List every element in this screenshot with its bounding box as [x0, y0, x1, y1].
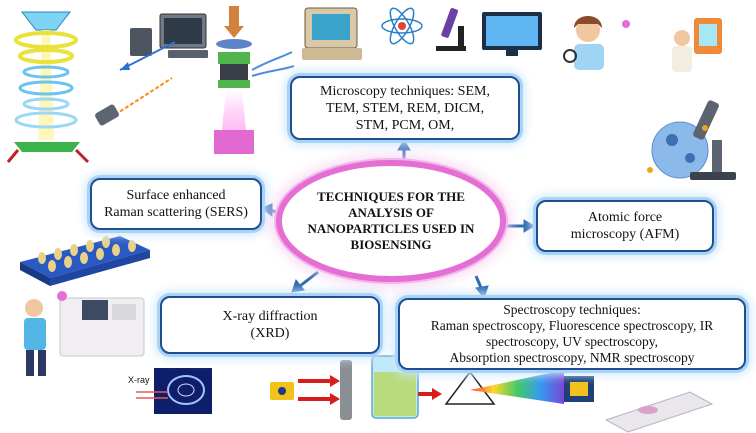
- spectroscopy-line-1: Spectroscopy techniques:: [503, 302, 641, 317]
- center-line-3: NANOPARTICLES USED IN: [307, 221, 475, 236]
- xrd-box: X-ray diffraction (XRD): [160, 296, 380, 354]
- arrow-head-sers: [261, 203, 273, 218]
- center-line-2: ANALYSIS OF: [348, 205, 434, 220]
- atom-icon: [381, 7, 423, 45]
- spectroscopy-line-2: Raman spectroscopy, Fluorescence spectro…: [430, 318, 714, 333]
- arrow-head-microscopy: [397, 139, 411, 151]
- electron-optics-icon: [6, 11, 90, 164]
- spectroscopy-line-4: Absorption spectroscopy, NMR spectroscop…: [449, 350, 695, 365]
- sers-line-2: Raman scattering (SERS): [104, 205, 248, 220]
- xrd-line-2: (XRD): [250, 326, 290, 341]
- center-line-4: BIOSENSING: [350, 237, 432, 252]
- lab-worker-icon: [24, 291, 145, 376]
- microscope-small-icon: [436, 8, 466, 51]
- afm-line-1: Atomic force: [587, 210, 663, 225]
- microscopy-line-3: STM, PCM, OM,: [355, 117, 455, 133]
- spectroscopy-bench-icon: [270, 355, 714, 433]
- xray-diffraction-icon: [136, 368, 212, 414]
- spectroscopy-line-3: spectroscopy, UV spectroscopy,: [486, 334, 658, 349]
- person-device-icon: [672, 18, 722, 72]
- arrow-head-spectroscopy: [475, 285, 489, 300]
- microscopy-line-1: Microscopy techniques: SEM,: [320, 83, 490, 99]
- xray-label: X-ray: [128, 375, 150, 385]
- afm-line-2: microscopy (AFM): [570, 227, 680, 242]
- retro-computer-icon: [302, 7, 362, 60]
- center-line-1: TECHNIQUES FOR THE: [317, 189, 465, 204]
- xrd-line-1: X-ray diffraction: [222, 309, 318, 324]
- scientist-icon: [563, 16, 630, 70]
- computer-laser-icon: [95, 13, 208, 126]
- microscopy-line-2: TEM, STEM, REM, DICM,: [325, 100, 485, 116]
- monitor-icon: [482, 12, 542, 56]
- sem-column-icon: [214, 6, 295, 154]
- central-topic-ellipse: TECHNIQUES FOR THE ANALYSIS OF NANOPARTI…: [276, 160, 506, 282]
- sers-box: Surface enhanced Raman scattering (SERS): [90, 178, 262, 230]
- sers-line-1: Surface enhanced: [126, 188, 226, 203]
- arrow-to-xrd: [299, 270, 319, 288]
- microscopy-techniques-box: Microscopy techniques: SEM, TEM, STEM, R…: [290, 76, 520, 140]
- arrow-head-afm: [523, 219, 535, 233]
- afm-microscope-icon: [647, 100, 736, 180]
- afm-box: Atomic force microscopy (AFM): [536, 200, 714, 252]
- connector-arrows: [261, 139, 535, 300]
- spectroscopy-techniques-box: Spectroscopy techniques: Raman spectrosc…: [398, 298, 746, 370]
- arrow-head-xrd: [291, 278, 305, 293]
- sers-substrate-icon: [20, 236, 150, 286]
